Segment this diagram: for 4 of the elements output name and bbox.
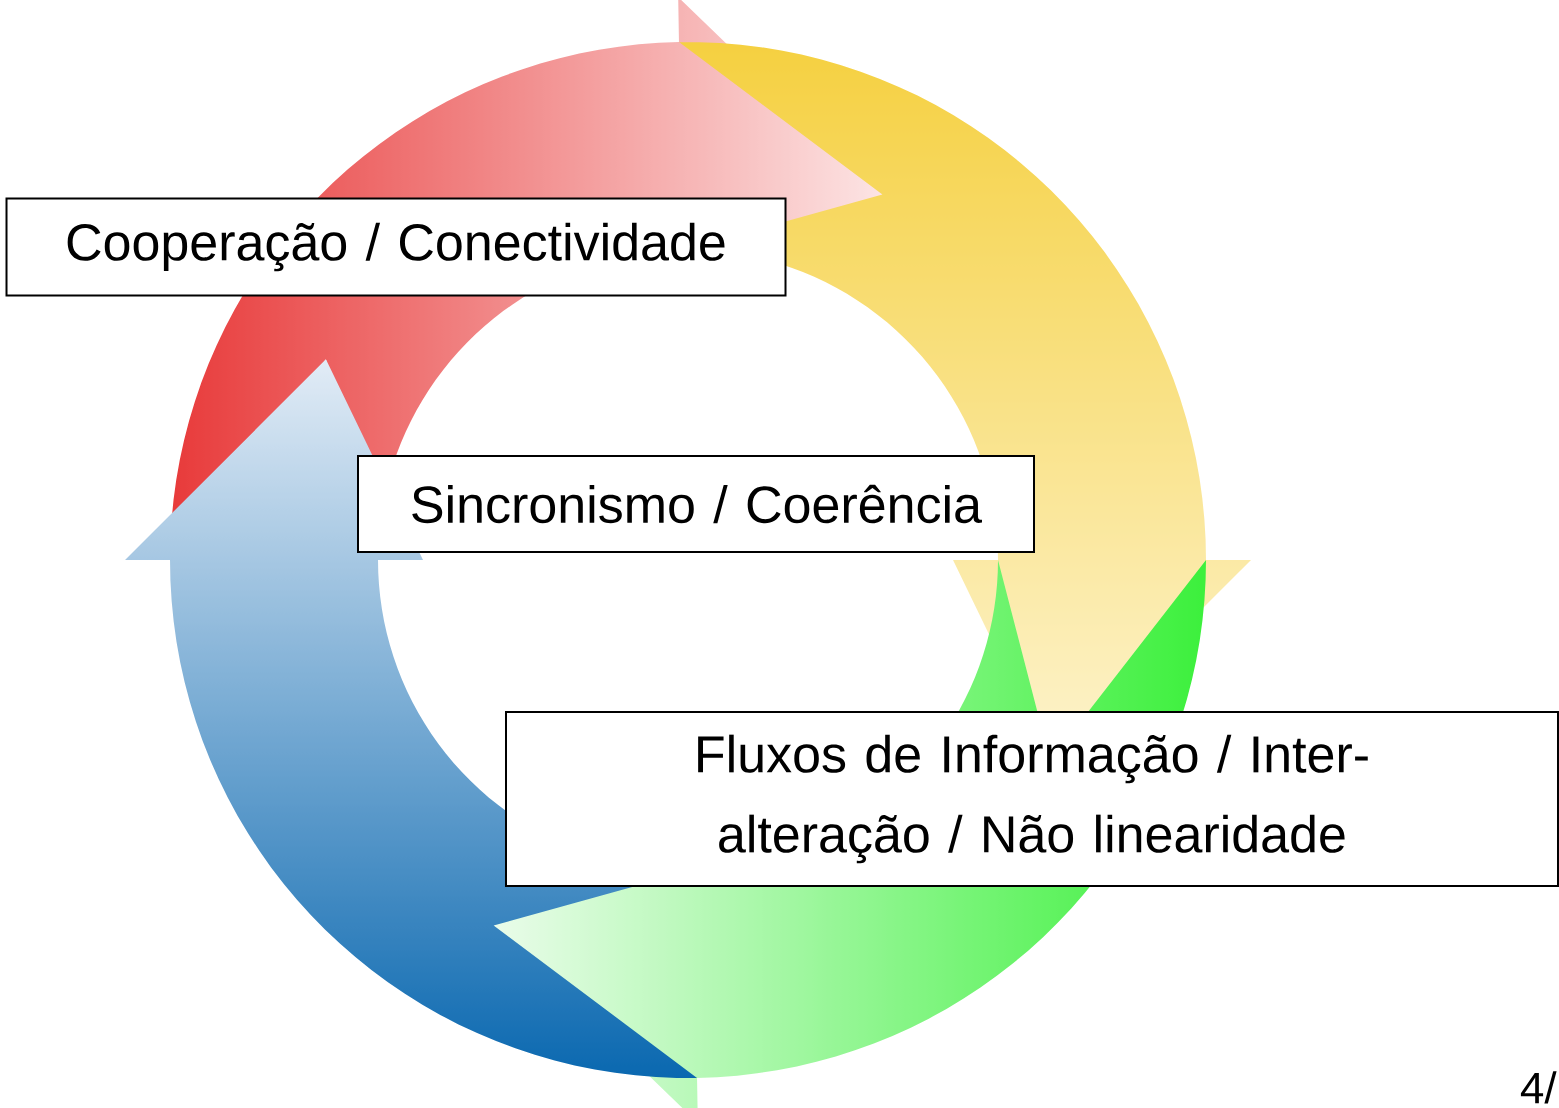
text-box: Fluxos de Informação / Inter-alteração / Não linearidade	[505, 711, 1559, 887]
text-box: Sincronismo / Coerência	[357, 455, 1035, 553]
text-box: Cooperação / Conectividade	[5, 197, 787, 297]
page-number: 4/	[1520, 1071, 1557, 1104]
